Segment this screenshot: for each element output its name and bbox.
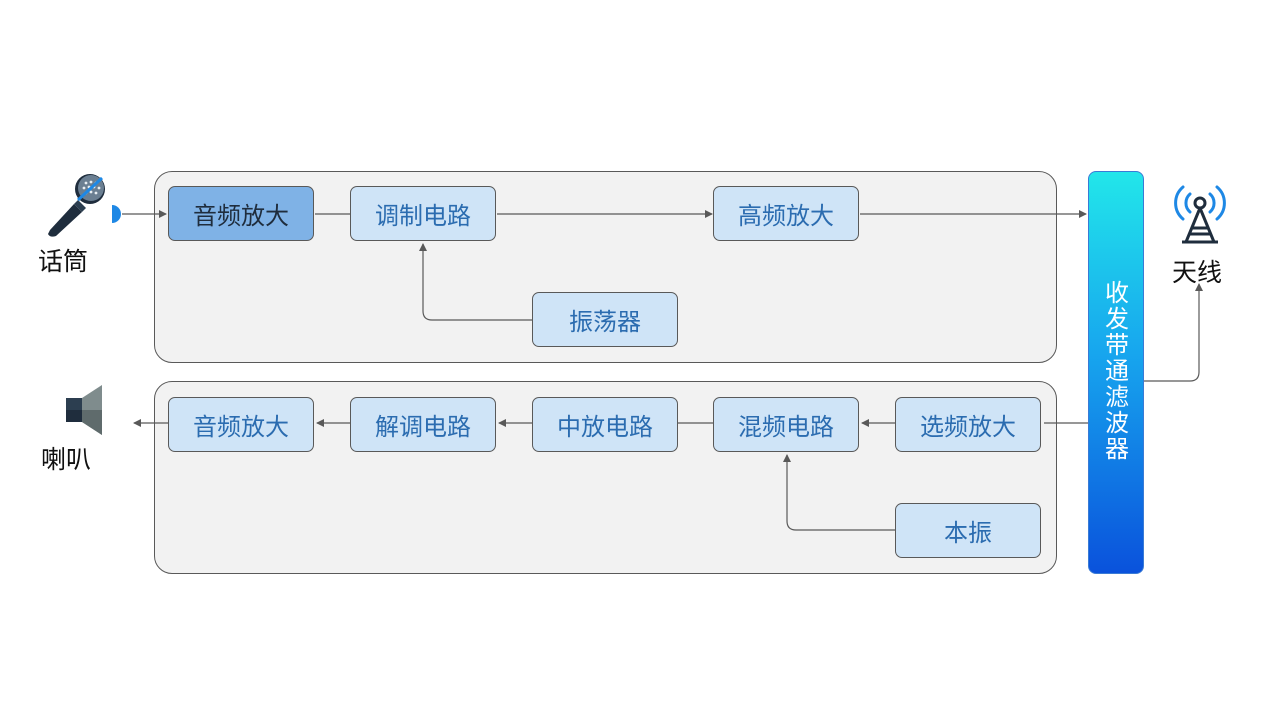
- rf-amp-block: 高频放大: [713, 186, 859, 241]
- bandpass-filter-block: 收 发 带 通 滤 波 器: [1088, 171, 1144, 574]
- antenna-label: 天线: [1172, 258, 1223, 287]
- filter-char: 带: [1105, 331, 1129, 359]
- oscillator-block: 振荡器: [532, 292, 678, 347]
- wire-filter-to-antenna: [1144, 283, 1203, 382]
- wire-local-osc-to-mixer: [783, 454, 895, 531]
- filter-char: 收: [1105, 279, 1129, 307]
- filter-char: 器: [1105, 435, 1129, 463]
- demodulation-circuit-block: 解调电路: [350, 397, 496, 452]
- speaker-label: 喇叭: [41, 445, 92, 474]
- antenna-icon: [1174, 185, 1226, 244]
- microphone-label: 话筒: [38, 247, 89, 276]
- filter-char: 波: [1105, 409, 1129, 437]
- rx-audio-amp-block: 音频放大: [168, 397, 314, 452]
- filter-char: 发: [1105, 305, 1129, 333]
- modulation-circuit-block: 调制电路: [350, 186, 496, 241]
- bandpass-filter-label: 收 发 带 通 滤 波 器: [1089, 280, 1145, 462]
- if-amp-circuit-block: 中放电路: [532, 397, 678, 452]
- local-oscillator-block: 本振: [895, 503, 1041, 558]
- wire-oscillator-to-modulation: [419, 243, 532, 321]
- filter-char: 通: [1105, 357, 1129, 385]
- filter-char: 滤: [1105, 383, 1129, 411]
- microphone-icon: [48, 174, 121, 237]
- tx-audio-amp-block: 音频放大: [168, 186, 314, 241]
- mixer-circuit-block: 混频电路: [713, 397, 859, 452]
- select-freq-amp-block: 选频放大: [895, 397, 1041, 452]
- speaker-icon: [66, 385, 102, 435]
